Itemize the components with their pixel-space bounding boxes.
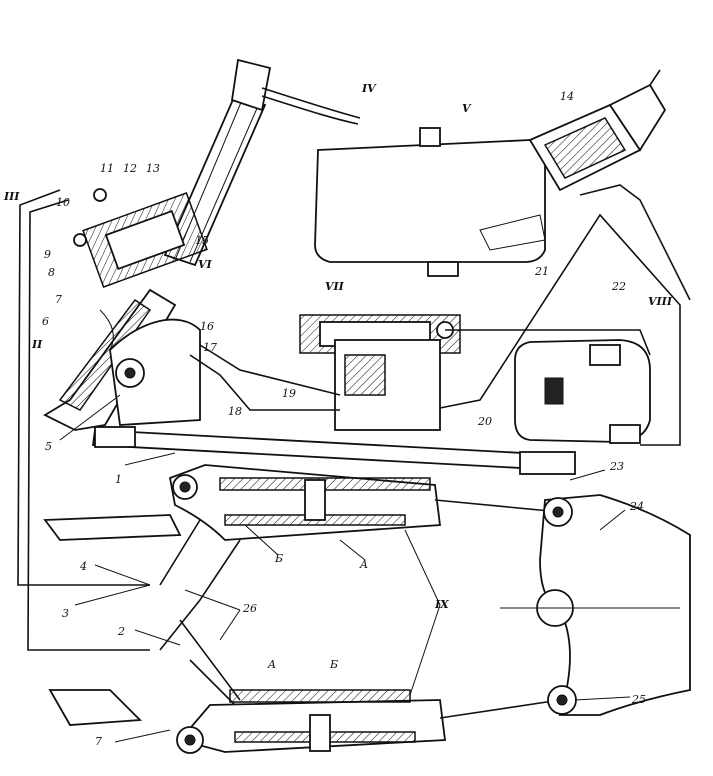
label-roman-2: II: [31, 338, 43, 351]
label-B-upper: Б: [274, 552, 283, 565]
number-labels: 1 2 3 4 5 6 7 8 9 10 11 12 13 14 15 16 1…: [42, 90, 646, 748]
label-9: 9: [44, 248, 51, 261]
label-20: 20: [477, 415, 492, 428]
upper-power-cylinder: [168, 464, 561, 541]
label-5: 5: [45, 440, 52, 453]
label-24: 24: [629, 500, 644, 513]
label-23: 23: [609, 460, 624, 473]
oil-reservoir: [314, 127, 546, 277]
label-16: 16: [200, 320, 214, 333]
leader-lines: [59, 394, 631, 743]
label-roman-3: III: [3, 190, 20, 203]
roman-labels: II III IV V VI VII VIII IX: [3, 82, 673, 611]
label-7: 7: [55, 293, 62, 306]
label-17: 17: [203, 341, 217, 354]
control-valve: [299, 314, 461, 431]
frame-bracket: [500, 494, 691, 716]
label-14: 14: [560, 90, 574, 103]
label-25: 25: [631, 693, 646, 706]
label-roman-6: VI: [198, 258, 213, 271]
steering-valve-block: [73, 188, 208, 288]
bottom-frame: [43, 514, 182, 726]
label-roman-4: IV: [361, 82, 377, 95]
hydraulic-lines: [17, 184, 691, 706]
label-A-lower: A: [267, 658, 276, 671]
label-8: 8: [48, 266, 55, 279]
label-3: 3: [62, 607, 69, 620]
label-roman-8: VIII: [648, 295, 673, 308]
label-11: 11: [100, 162, 114, 175]
label-roman-9: IX: [434, 598, 449, 611]
label-roman-5: V: [462, 102, 472, 115]
steering-gear-housing: [43, 288, 201, 431]
label-7-bottom: 7: [95, 735, 102, 748]
label-15: 15: [195, 234, 209, 247]
label-22: 22: [611, 280, 626, 293]
label-21: 21: [534, 265, 549, 278]
label-roman-7: VII: [325, 280, 345, 293]
label-18: 18: [228, 405, 242, 418]
drag-link-rod: [91, 426, 576, 475]
pump-drive-unit: [514, 339, 651, 444]
label-1: 1: [115, 473, 122, 486]
label-2: 2: [117, 625, 125, 638]
label-B-lower: Б: [329, 658, 338, 671]
label-4: 4: [79, 560, 87, 573]
lower-power-cylinder: [176, 689, 561, 754]
label-12: 12: [123, 162, 137, 175]
label-A-upper: A: [359, 558, 368, 571]
label-10: 10: [56, 196, 70, 209]
label-6: 6: [42, 315, 49, 328]
oil-pump-14: [528, 69, 667, 192]
label-26: 26: [242, 602, 257, 615]
label-13: 13: [146, 162, 160, 175]
label-19: 19: [282, 387, 296, 400]
